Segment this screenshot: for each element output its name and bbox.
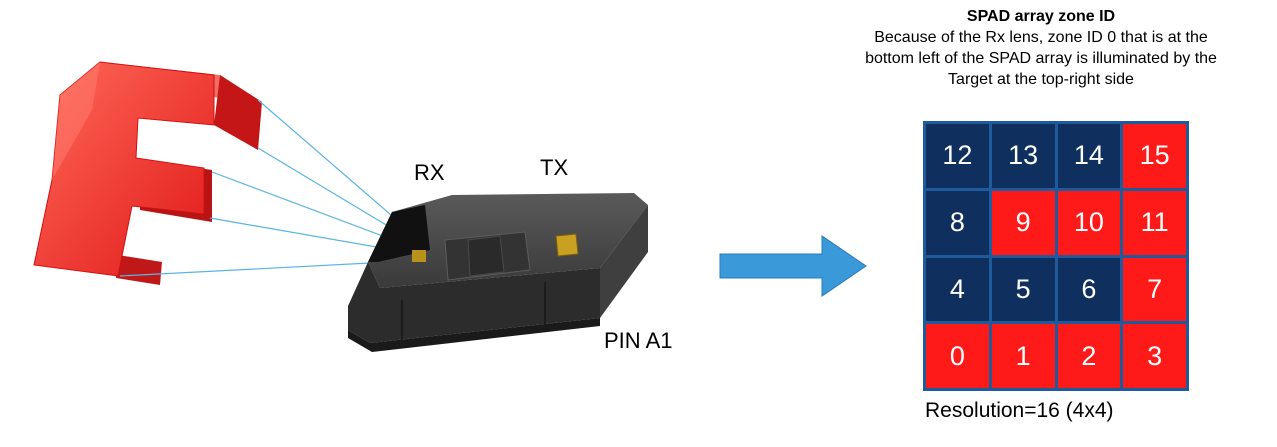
zone-cell: 2 [1057,324,1121,388]
zone-cell: 10 [1057,190,1121,255]
rx-label: RX [414,160,445,185]
arrow-right-icon [719,235,867,297]
zone-cell: 0 [926,324,989,388]
zone-cell: 13 [991,124,1055,188]
diagram-title: SPAD array zone ID [966,8,1116,25]
zone-cell: 8 [926,190,989,255]
resolution-caption: Resolution=16 (4x4) [925,399,1114,422]
description-line-3: Target at the top-right side [948,71,1134,88]
target-f-shape [33,61,262,285]
description-line-2: bottom left of the SPAD array is illumin… [865,50,1217,67]
zone-cell: 4 [926,257,989,322]
pin-a1-label: PIN A1 [604,328,673,353]
tx-label: TX [540,155,569,180]
description-line-1: Because of the Rx lens, zone ID 0 that i… [874,29,1208,46]
spad-zone-grid: 12 13 14 15 8 9 10 11 4 5 6 7 0 1 2 3 [923,121,1189,391]
zone-cell: 11 [1123,190,1186,255]
zone-cell: 12 [926,124,989,188]
zone-cell: 3 [1123,324,1186,388]
zone-cell: 7 [1123,257,1186,322]
sensor-module [348,193,648,352]
zone-cell: 6 [1057,257,1121,322]
zone-cell: 15 [1123,124,1186,188]
zone-cell: 1 [991,324,1055,388]
zone-cell: 14 [1057,124,1121,188]
zone-cell: 9 [991,190,1055,255]
zone-cell: 5 [991,257,1055,322]
spad-title-block: SPAD array zone ID Because of the Rx len… [810,6,1272,90]
